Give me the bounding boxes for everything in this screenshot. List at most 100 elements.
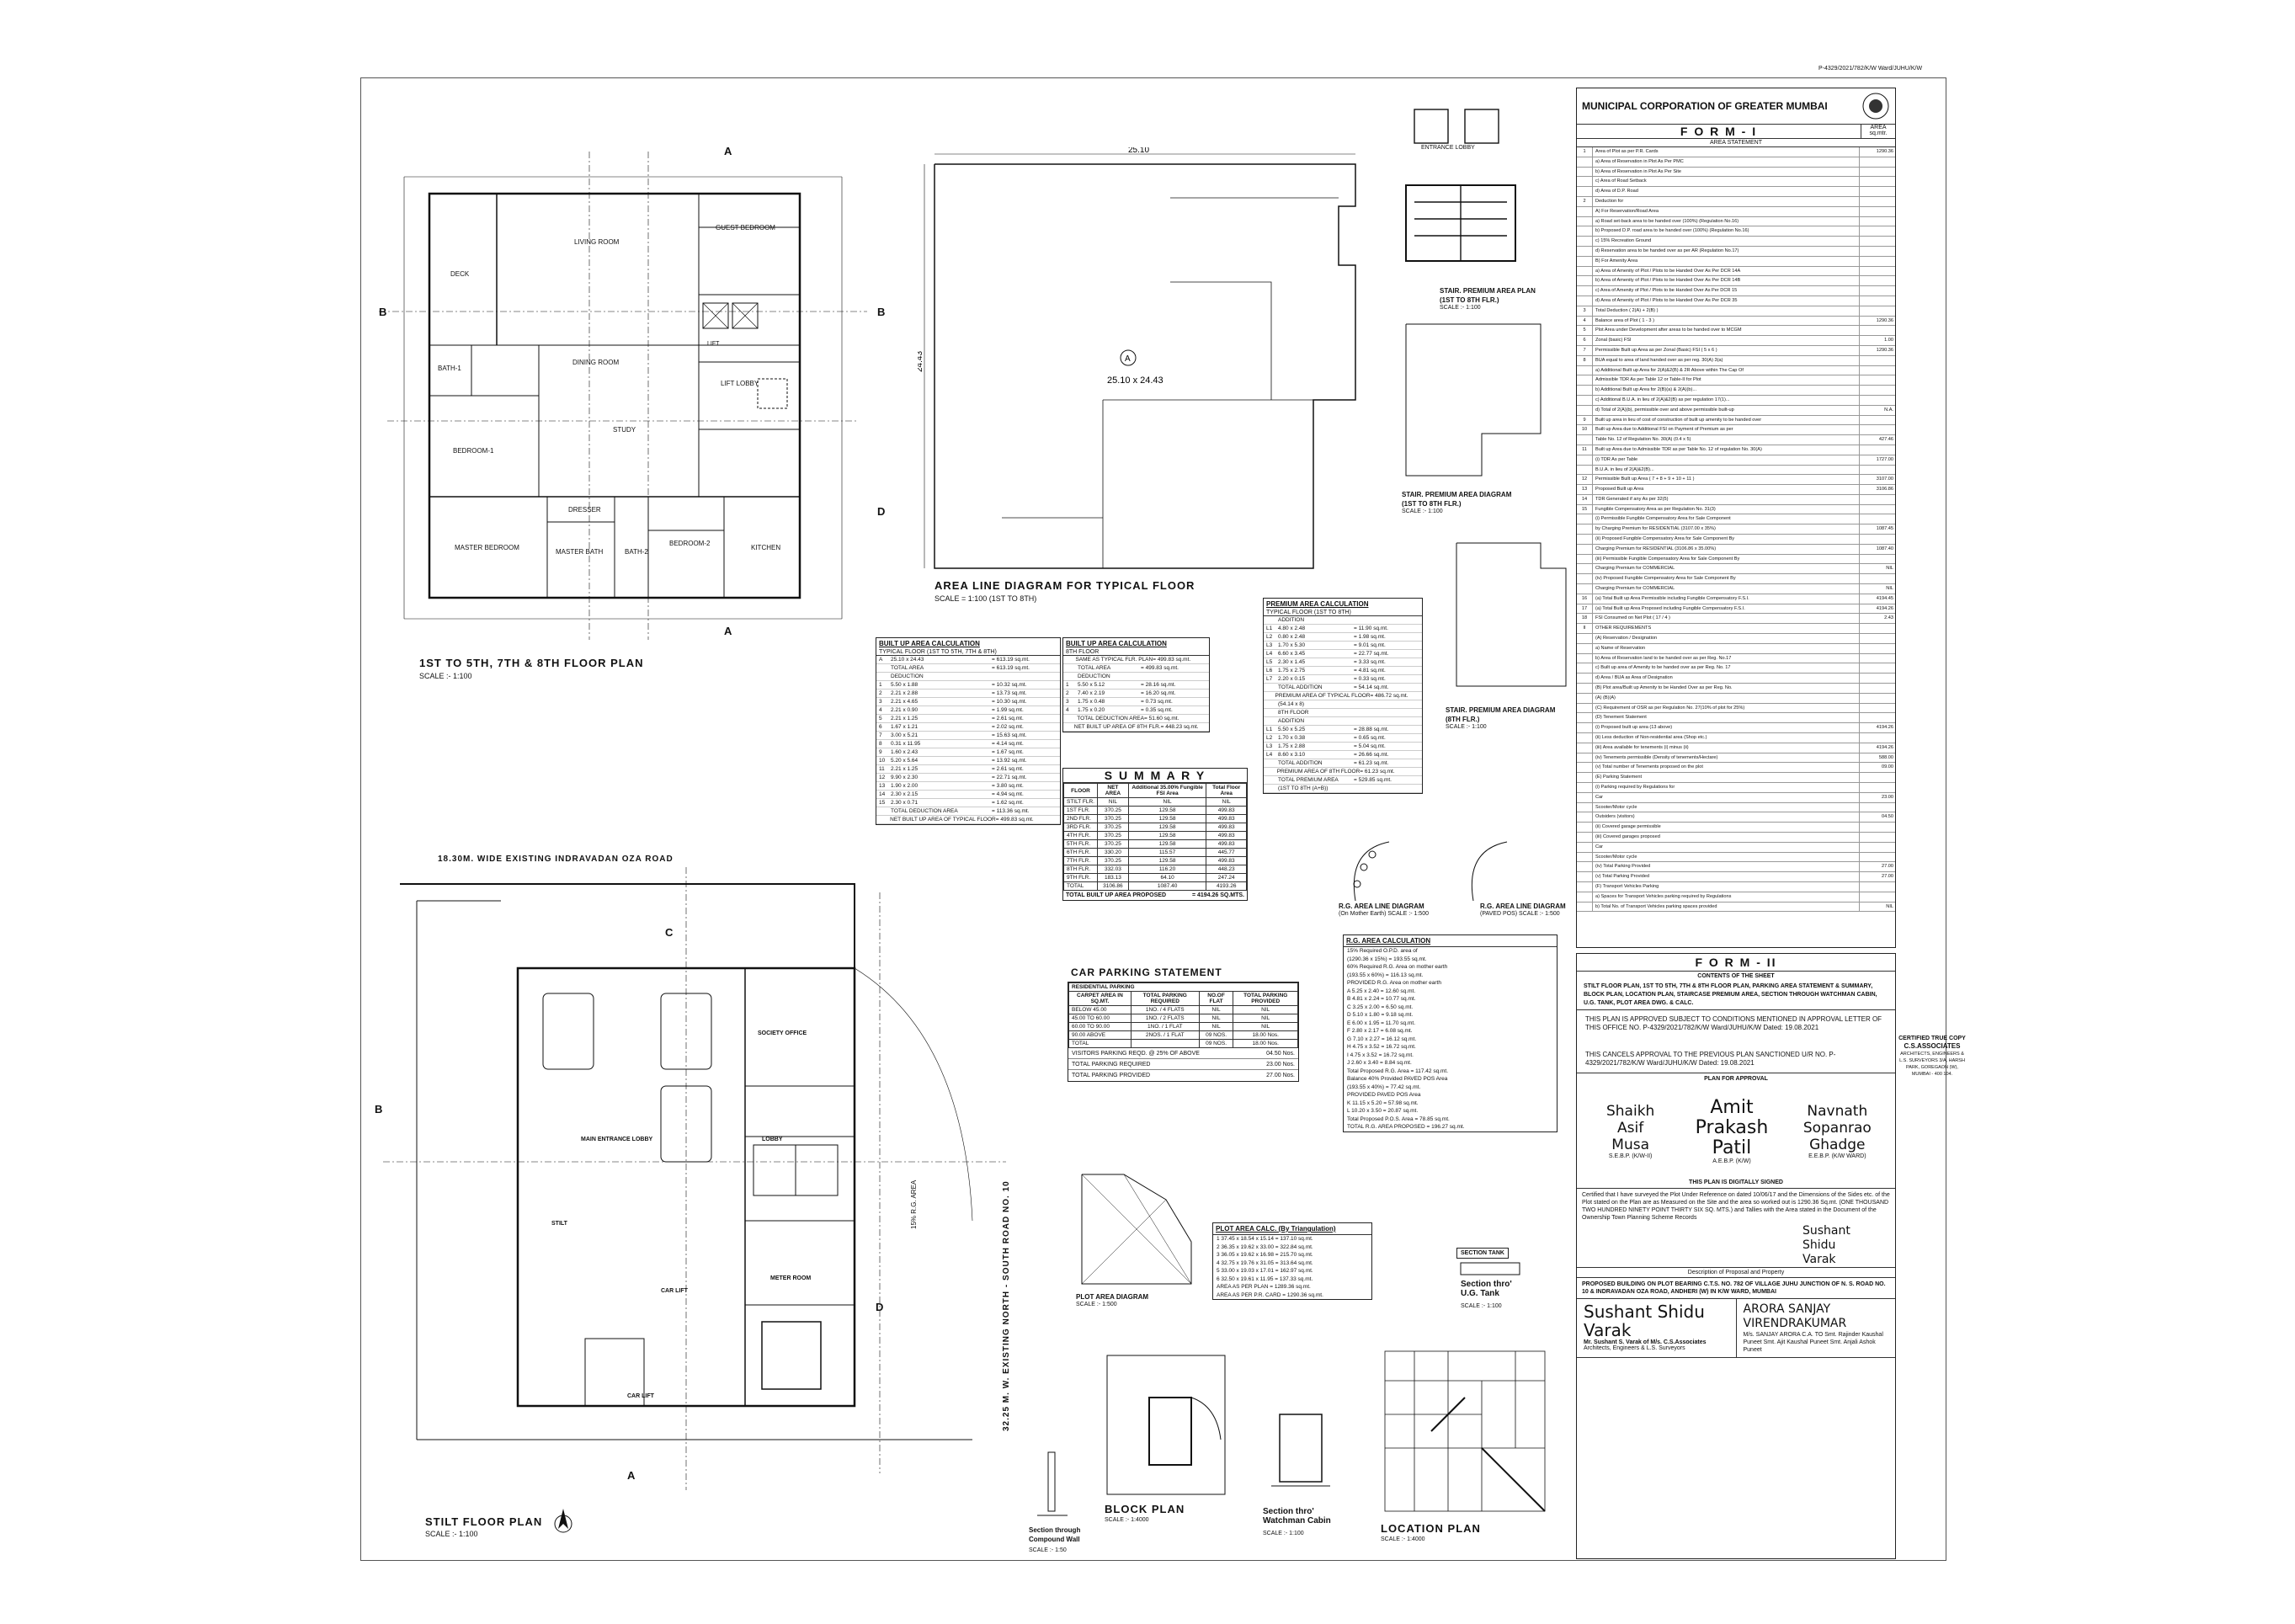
- summary-header: Total Floor Area: [1206, 783, 1247, 798]
- form-1-row-value: [1859, 226, 1895, 237]
- calc-cell: L4: [1266, 752, 1273, 758]
- summary-cell: 4193.26: [1206, 881, 1247, 891]
- form-1-row-desc: Proposed Built up Area: [1595, 487, 1644, 493]
- parking-cell: 1NO. / 4 FLATS: [1130, 1005, 1200, 1014]
- calc-cell: [1354, 785, 1419, 792]
- form-1-row: by Charging Premium for RESIDENTIAL (310…: [1577, 524, 1895, 535]
- form-1-row-no: [1577, 792, 1593, 802]
- form-1-row-desc: c) Built up area of Amenity to be handed…: [1595, 665, 1731, 671]
- form-1-row: a) Spaces for Transport Vehicles parking…: [1577, 892, 1895, 903]
- form-1-row-value: [1859, 783, 1895, 792]
- calc-cell: [1266, 768, 1277, 775]
- rg-diagram-title: R.G. AREA LINE DIAGRAM: [1339, 903, 1424, 910]
- form-1-row-value: [1859, 256, 1895, 266]
- form-1-row-no: [1577, 554, 1593, 564]
- calc-cell: [1266, 759, 1278, 767]
- form-1-row-no: [1577, 881, 1593, 892]
- stair-premium-plan-scale: SCALE :- 1:100: [1440, 305, 1481, 311]
- calc-row: 8TH FLOOR: [1264, 709, 1422, 717]
- form-1-row: Car: [1577, 842, 1895, 853]
- calc-cell: 1: [1066, 682, 1069, 688]
- form-1-row-no: [1577, 167, 1593, 177]
- calc-cell: L2: [1266, 634, 1273, 640]
- form-1-row-desc: B) For Amenity Area: [1595, 258, 1638, 264]
- area-statement-title: AREA STATEMENT: [1577, 139, 1895, 147]
- calc-cell: = 486.72 sq.mt.: [1370, 693, 1408, 699]
- room-bedroom-1: BEDROOM-1: [453, 447, 494, 455]
- premium-calc-table: PREMIUM AREA CALCULATION TYPICAL FLOOR (…: [1263, 598, 1423, 794]
- calc-cell: ADDITION: [1278, 718, 1305, 724]
- form-1-row: b) Additional Built up Area for 2(B)(a) …: [1577, 386, 1895, 396]
- rg-calc-table: R.G. AREA CALCULATION 15% Required O.P.D…: [1343, 934, 1558, 1132]
- parking-cell: NIL: [1198, 1014, 1234, 1023]
- north-arrow-icon: [554, 1509, 572, 1533]
- form-1-row-no: [1577, 634, 1593, 643]
- parking-subheader: CARPET AREA IN SQ.MT.: [1068, 991, 1132, 1006]
- calc-line: J 2.60 x 3.40 = 8.84 sq.mt.: [1347, 1060, 1412, 1066]
- builtup-calc-8th-subtitle: 8TH FLOOR: [1063, 649, 1209, 656]
- form-1-row-no: 14: [1577, 494, 1593, 504]
- calc-cell: 5: [879, 716, 882, 721]
- form-1-row-desc: Car: [1595, 794, 1604, 800]
- builtup-calc-8th-rows: SAME AS TYPICAL FLR. PLAN= 499.83 sq.mt.…: [1063, 656, 1209, 732]
- calc-cell: = 0.65 sq.mt.: [1354, 735, 1386, 741]
- calc-cell: [1354, 700, 1419, 708]
- calc-cell: (54.14 x 8): [1278, 701, 1305, 707]
- form-1-row-no: [1577, 753, 1593, 763]
- summary-cell: 9TH FLR.: [1063, 873, 1098, 882]
- form-1-row-value: 2.43: [1859, 614, 1895, 624]
- calc-cell: 2: [1066, 690, 1069, 696]
- calc-cell: 5.50 x 5.12: [1078, 682, 1105, 688]
- calc-cell: TOTAL PREMIUM AREA: [1278, 777, 1339, 783]
- stair-premium-diagram-drawing: [1405, 323, 1542, 477]
- form-1-row-desc: Balance area of Plot ( 1 - 3 ): [1595, 317, 1654, 323]
- form-1-row: a) Additional Built up Area for 2(A)&2(B…: [1577, 365, 1895, 376]
- calc-cell: = 0.35 sq.mt.: [1141, 707, 1173, 713]
- calc-line: 4 32.75 x 19.76 x 31.05 = 313.64 sq.mt.: [1217, 1259, 1313, 1266]
- form-1-row-value: [1859, 415, 1895, 425]
- calc-cell: = 51.60 sq.mt.: [1143, 716, 1179, 721]
- form-1-row-no: 16: [1577, 594, 1593, 604]
- calc-cell: [1266, 717, 1278, 725]
- calc-cell: 7.40 x 2.19: [1078, 690, 1105, 696]
- rg-diagram-subtitle: (On Mother Earth) SCALE :- 1:500: [1339, 911, 1429, 917]
- calc-row: (54.14 x 8): [1264, 700, 1422, 709]
- calc-line: B 4.81 x 2.24 = 10.77 sq.mt.: [1347, 996, 1416, 1002]
- calc-cell: 2.21 x 1.25: [891, 716, 919, 721]
- form-1-row-desc: (ii) Less deduction of Non-residential a…: [1595, 735, 1707, 741]
- form-1-row-value: [1859, 445, 1895, 455]
- calc-cell: = 448.23 sq.mt.: [1160, 724, 1199, 730]
- calc-cell: 8.60 x 3.10: [1278, 752, 1306, 758]
- stilt-lobby: LOBBY: [762, 1137, 783, 1142]
- form-1-row-no: [1577, 684, 1593, 693]
- form-1-row-no: 10: [1577, 425, 1593, 435]
- calc-line: TOTAL R.G. AREA PROPOSED = 196.27 sq.mt.: [1347, 1124, 1465, 1130]
- car-parking-title: CAR PARKING STATEMENT: [1071, 966, 1222, 978]
- calc-line: A 5.25 x 2.40 = 12.60 sq.mt.: [1347, 988, 1416, 994]
- section-tank-label: SECTION TANK: [1456, 1248, 1509, 1259]
- form-1-row-no: 2: [1577, 196, 1593, 206]
- calc-cell: = 613.19 sq.mt.: [992, 665, 1030, 671]
- calc-cell: L1: [1266, 727, 1273, 732]
- calc-line: (193.55 x 40%) = 77.42 sq.mt.: [1347, 1084, 1421, 1090]
- calc-cell: NET BUILT UP AREA OF TYPICAL FLOOR: [890, 817, 996, 823]
- plan-for-approval-label: PLAN FOR APPROVAL: [1704, 1076, 1768, 1082]
- summary-cell: 499.83: [1206, 823, 1247, 832]
- form-1-row: (i) Proposed built up area (13 above)419…: [1577, 723, 1895, 734]
- form-1-row: (v) Total number of Tenements proposed o…: [1577, 763, 1895, 774]
- drawing-sheet: [360, 77, 1946, 1561]
- parking-cell: NIL: [1198, 1005, 1234, 1014]
